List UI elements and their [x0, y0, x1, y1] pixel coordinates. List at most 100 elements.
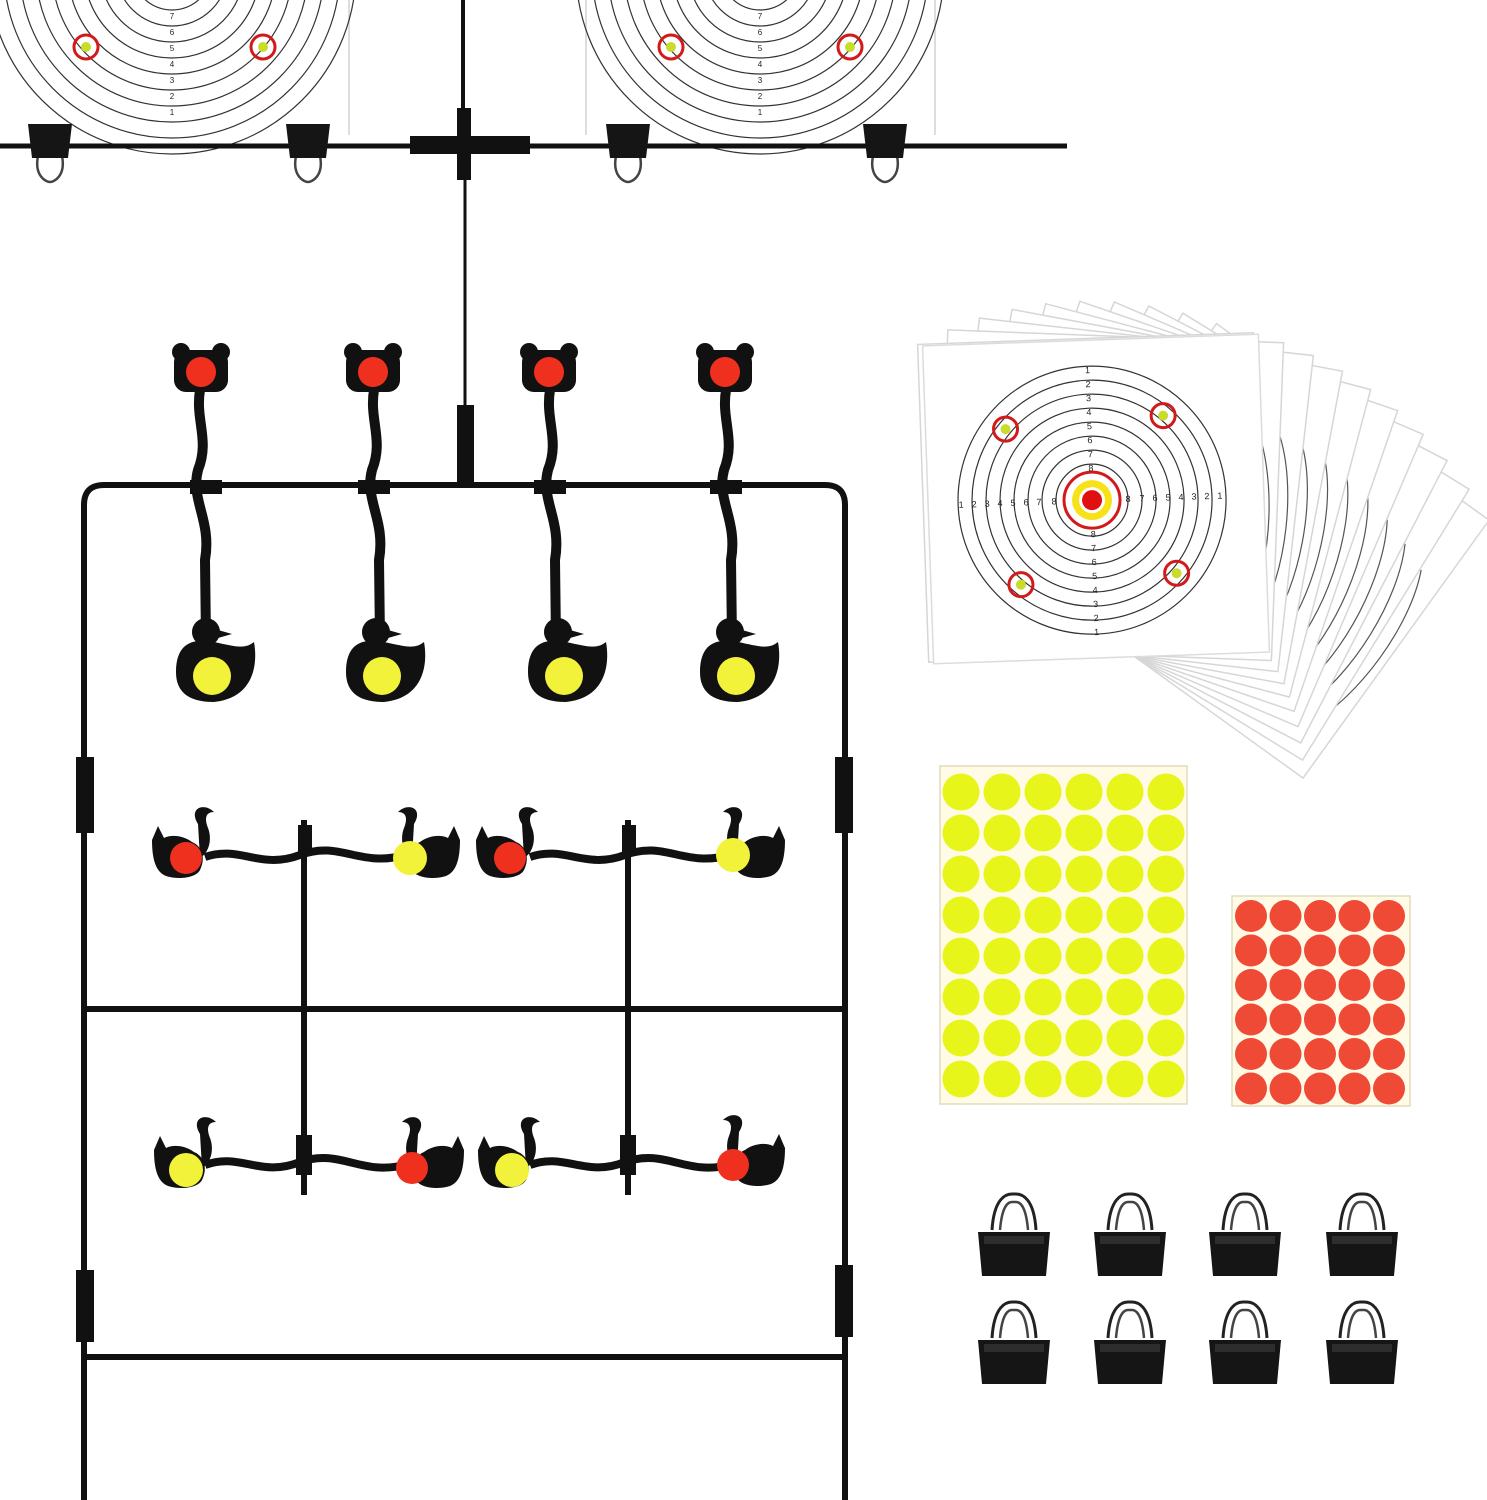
target-ring	[55, 0, 289, 91]
red-target-dot	[170, 842, 202, 874]
yellow-sticker-dot	[1147, 937, 1185, 975]
yellow-sticker-dot	[1147, 978, 1185, 1016]
red-sticker-dot	[1235, 1072, 1267, 1105]
binder-clip-icon	[1092, 1300, 1168, 1386]
red-sticker-dot	[1269, 1003, 1302, 1036]
target-number: 3	[758, 76, 763, 85]
target-number: 2	[1085, 379, 1090, 389]
red-sticker-dot	[1269, 1072, 1302, 1105]
spinner-2	[344, 343, 426, 702]
target-number: 4	[1092, 585, 1097, 595]
target-number: 1	[170, 108, 175, 117]
target-ring	[1041, 449, 1143, 551]
target-number: 5	[1092, 571, 1097, 581]
target-ring	[676, 0, 844, 59]
target-ring	[999, 407, 1185, 593]
target-number: 2	[1204, 491, 1209, 501]
bear-head-icon	[172, 343, 230, 392]
yellow-target-dot	[393, 841, 427, 875]
red-sticker-dot	[1373, 1003, 1405, 1036]
target-ring	[144, 0, 200, 11]
red-sticker-dot	[1304, 1038, 1336, 1070]
target-number: 6	[1087, 435, 1092, 445]
bear-head-icon	[520, 343, 578, 392]
yellow-sticker-dot	[983, 773, 1021, 811]
corner-aim-point	[1149, 402, 1177, 430]
target-ring	[124, 0, 220, 27]
yellow-sticker-dot	[1106, 773, 1144, 811]
yellow-sticker-dot	[1024, 814, 1062, 852]
target-number: 2	[971, 499, 976, 509]
red-sticker-dot	[1269, 900, 1302, 932]
yellow-sticker-dot	[1065, 937, 1103, 975]
red-sticker-dot	[1373, 934, 1405, 967]
target-ring	[1013, 421, 1171, 579]
binder-clip-icon	[1207, 1192, 1283, 1278]
target-number: 1	[1085, 365, 1090, 375]
yellow-sticker-dot	[983, 814, 1021, 852]
target-number: 3	[1086, 393, 1091, 403]
red-sticker-dot	[1338, 900, 1371, 932]
yellow-sticker-dot	[1106, 1019, 1144, 1057]
red-target-dot	[494, 842, 526, 874]
binder-clip-icon	[1324, 1192, 1400, 1278]
target-ring	[732, 0, 788, 11]
binder-clip-icon	[976, 1300, 1052, 1386]
target-ring	[712, 0, 808, 27]
red-sticker-dot	[1373, 969, 1405, 1001]
red-sticker-dot	[1269, 1038, 1302, 1070]
red-target-dot	[717, 1149, 749, 1181]
yellow-sticker-dot	[983, 1019, 1021, 1057]
red-sticker-dot	[1235, 1003, 1267, 1036]
yellow-sticker-dot	[942, 773, 980, 811]
yellow-sticker-dot	[942, 855, 980, 893]
target-ring	[1055, 463, 1129, 537]
yellow-sticker-dot	[1024, 896, 1062, 934]
yellow-sticker-dot	[1106, 855, 1144, 893]
yellow-sticker-dot	[1147, 1060, 1185, 1098]
target-ring	[22, 0, 322, 123]
target-ring	[643, 0, 877, 91]
target-number: 3	[1093, 599, 1098, 609]
red-sticker-dot	[1338, 1003, 1371, 1036]
yellow-sticker-dot	[1024, 1019, 1062, 1057]
target-number: 2	[170, 92, 175, 101]
binder-clip-icon	[1324, 1300, 1400, 1386]
target-ring	[0, 0, 355, 155]
yellow-sticker-dot	[1147, 1019, 1185, 1057]
yellow-sticker-dot	[1024, 978, 1062, 1016]
binder-clip-icon	[26, 122, 74, 184]
yellow-sticker-dot	[942, 937, 980, 975]
target-ring	[693, 0, 827, 43]
target-number: 6	[1023, 497, 1028, 507]
target-number: 6	[170, 28, 175, 37]
yellow-sticker-dot	[1065, 1060, 1103, 1098]
binder-clip-icon	[861, 122, 909, 184]
yellow-sticker-dot	[1065, 814, 1103, 852]
yellow-sticker-dot	[1065, 978, 1103, 1016]
target-rings	[577, 0, 943, 155]
target-number: 1	[1094, 627, 1099, 637]
target-number-row-left: 1 2 3 4 5 6 7 8	[958, 496, 1056, 509]
target-number: 1	[1217, 491, 1222, 501]
yellow-sticker-dot	[1065, 773, 1103, 811]
red-target-dot	[396, 1152, 428, 1184]
red-sticker-dot	[1373, 1072, 1405, 1105]
target-ring	[577, 0, 943, 155]
target-ring	[971, 379, 1213, 621]
binder-clip-icon	[284, 122, 332, 184]
target-ring	[594, 0, 926, 139]
target-number-column: 7 6 5 4 3 2 1	[758, 12, 763, 117]
yellow-sticker-dot	[1106, 814, 1144, 852]
target-number: 3	[1191, 491, 1196, 501]
red-sticker-dot	[1304, 934, 1336, 967]
target-number: 1	[758, 108, 763, 117]
yellow-sticker-dot	[1065, 1019, 1103, 1057]
target-number: 7	[1088, 449, 1093, 459]
yellow-sticker-dot	[1024, 855, 1062, 893]
target-number: 5	[170, 44, 175, 53]
target-number: 8	[1125, 494, 1130, 504]
target-ring	[71, 0, 273, 75]
red-sticker-dot	[1269, 934, 1302, 967]
yellow-sticker-dot	[1024, 1060, 1062, 1098]
